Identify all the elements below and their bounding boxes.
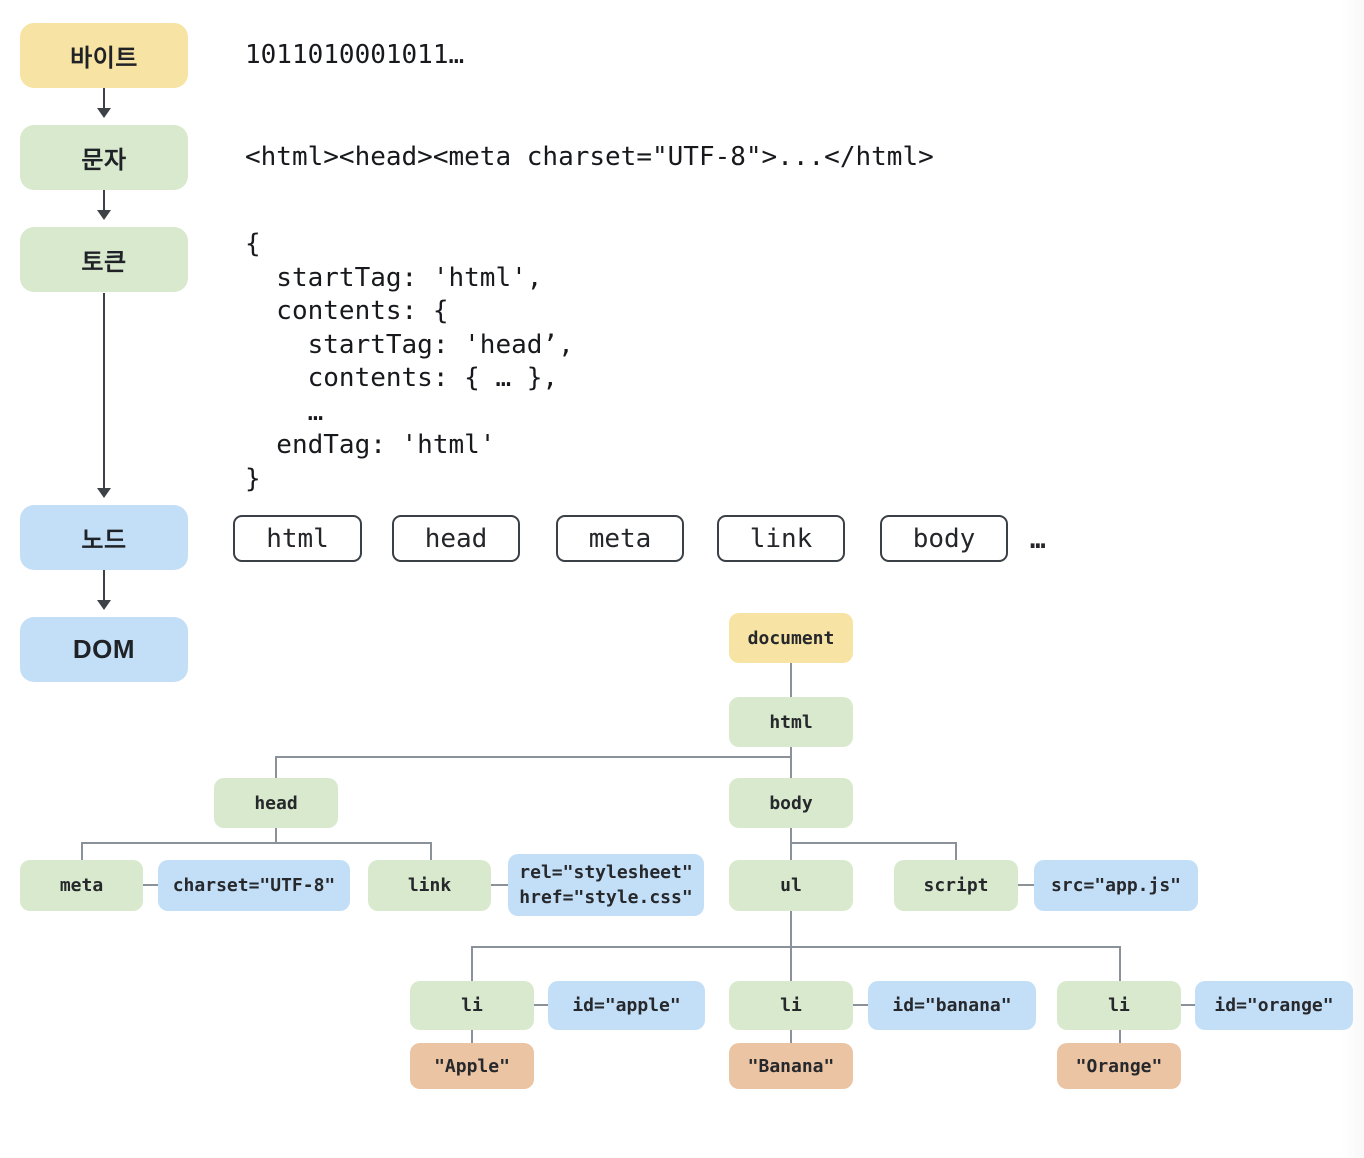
tree-connector [790, 747, 792, 778]
node-box-link: link [717, 515, 845, 562]
tree-attr-id-apple: id="apple" [548, 981, 705, 1030]
tree-node-li-banana: li [729, 981, 853, 1030]
tree-node-li-orange: li [1057, 981, 1181, 1030]
tree-node-html: html [729, 697, 853, 747]
byte-stream-text: 1011010001011… [245, 40, 465, 70]
tree-node-body: body [729, 778, 853, 828]
node-row-ellipsis: … [1030, 525, 1046, 555]
down-arrow-icon [103, 293, 105, 488]
tree-attr-id-orange: id="orange" [1195, 981, 1353, 1030]
tree-connector [471, 1030, 473, 1043]
down-arrowhead-icon [97, 488, 111, 498]
pipeline-stage-dom: DOM [20, 617, 188, 682]
attr-connector [1181, 1004, 1195, 1006]
tree-connector [471, 946, 1121, 948]
pipeline-stage-bytes: 바이트 [20, 23, 188, 88]
tree-connector [1119, 946, 1121, 981]
down-arrow-icon [103, 190, 105, 210]
attr-line: href="style.css" [519, 887, 693, 908]
tree-node-meta: meta [20, 860, 143, 911]
tree-connector [275, 828, 277, 844]
tree-connector [790, 1030, 792, 1043]
node-box-html: html [233, 515, 362, 562]
tree-connector [790, 828, 792, 860]
tree-connector [81, 842, 83, 860]
attr-connector [1018, 884, 1034, 886]
down-arrowhead-icon [97, 600, 111, 610]
tree-node-link: link [368, 860, 491, 911]
down-arrow-icon [103, 88, 105, 108]
tree-connector [275, 756, 277, 778]
node-box-head: head [392, 515, 520, 562]
attr-connector [143, 884, 158, 886]
attr-connector [491, 884, 508, 886]
tree-attr-stylesheet: rel="stylesheet" href="style.css" [508, 854, 704, 916]
node-box-body: body [880, 515, 1008, 562]
pipeline-stage-chars: 문자 [20, 125, 188, 190]
char-stream-text: <html><head><meta charset="UTF-8">...</h… [245, 142, 934, 172]
tree-connector [81, 842, 431, 844]
tree-node-script: script [894, 860, 1018, 911]
tree-node-ul: ul [729, 860, 853, 911]
tree-connector [955, 842, 957, 860]
tree-connector [790, 663, 792, 697]
attr-connector [534, 1004, 548, 1006]
pipeline-stage-nodes: 노드 [20, 505, 188, 570]
tree-text-orange: "Orange" [1057, 1043, 1181, 1089]
down-arrowhead-icon [97, 210, 111, 220]
tree-node-li-apple: li [410, 981, 534, 1030]
tree-connector [790, 842, 957, 844]
down-arrow-icon [103, 570, 105, 600]
down-arrowhead-icon [97, 108, 111, 118]
tree-attr-charset: charset="UTF-8" [158, 860, 350, 911]
tree-text-apple: "Apple" [410, 1043, 534, 1089]
tree-attr-id-banana: id="banana" [868, 981, 1036, 1030]
token-code-block: { startTag: 'html', contents: { startTag… [245, 229, 574, 494]
attr-connector [853, 1004, 868, 1006]
tree-connector [471, 946, 473, 981]
tree-text-banana: "Banana" [729, 1043, 853, 1089]
tree-connector [1119, 1030, 1121, 1043]
tree-connector [430, 842, 432, 860]
attr-line: rel="stylesheet" [519, 862, 693, 883]
tree-connector [275, 756, 791, 758]
node-box-meta: meta [556, 515, 684, 562]
page-edge [1342, 0, 1364, 1158]
tree-node-document: document [729, 613, 853, 663]
tree-attr-src: src="app.js" [1034, 860, 1198, 911]
tree-node-head: head [214, 778, 338, 828]
pipeline-stage-tokens: 토큰 [20, 227, 188, 292]
